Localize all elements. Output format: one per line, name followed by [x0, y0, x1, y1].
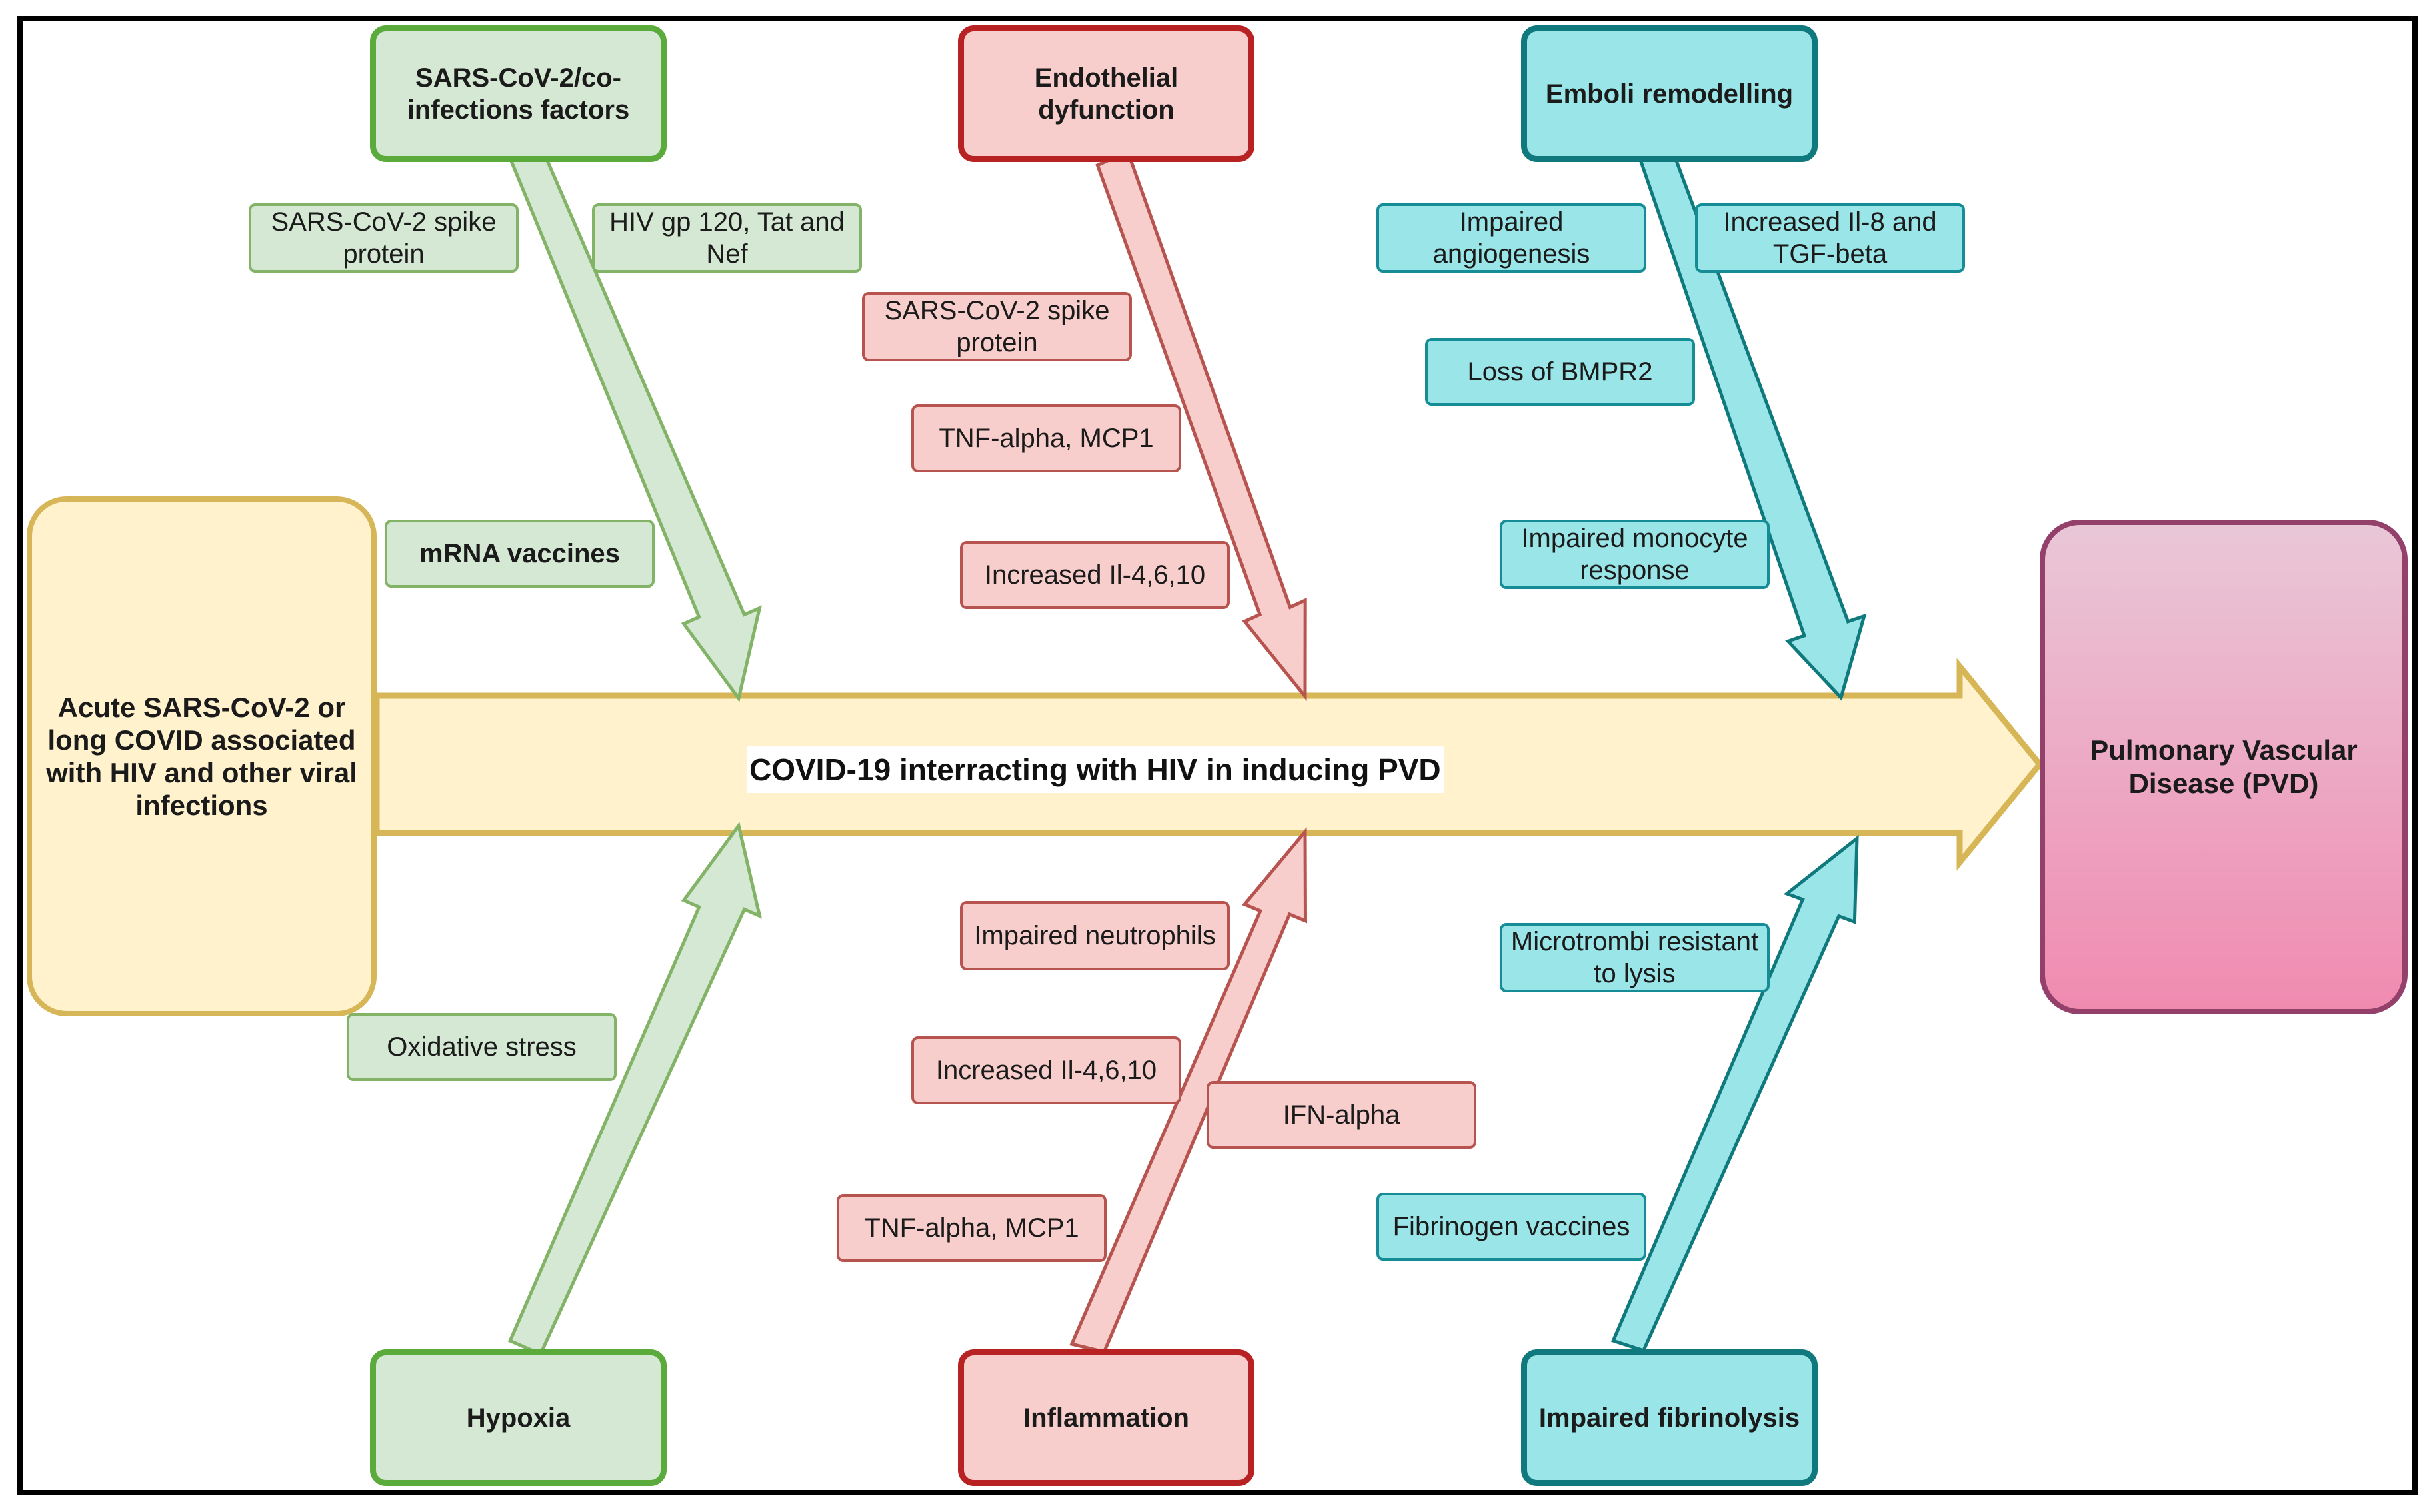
category-hypoxia: Hypoxia: [370, 1349, 667, 1486]
category-coinfection: SARS-CoV-2/co-infections factors: [370, 25, 667, 162]
factor-mrna-vaccines: mRNA vaccines: [385, 520, 655, 588]
factor-tnf-mcp1-inflammation: TNF-alpha, MCP1: [837, 1194, 1107, 1262]
effect-box-pvd: Pulmonary Vascular Disease (PVD): [2040, 520, 2408, 1014]
category-fibrinolysis: Impaired fibrinolysis: [1521, 1349, 1818, 1486]
factor-spike-protein-endothelial: SARS-CoV-2 spike protein: [862, 292, 1132, 361]
factor-loss-of-bmpr2: Loss of BMPR2: [1425, 338, 1695, 406]
factor-spike-protein: SARS-CoV-2 spike protein: [249, 203, 519, 273]
factor-il8-tgf-beta: Increased Il-8 and TGF-beta: [1695, 203, 1965, 273]
factor-tnf-mcp1-endothelial: TNF-alpha, MCP1: [911, 404, 1181, 472]
factor-oxidative-stress: Oxidative stress: [347, 1013, 617, 1081]
cause-box: Acute SARS-CoV-2 or long COVID associate…: [27, 496, 377, 1016]
rib-arrow-coinfection: [507, 141, 762, 702]
rib-arrow-inflammation: [1069, 827, 1308, 1354]
category-inflammation: Inflammation: [958, 1349, 1254, 1486]
factor-fibrinogen-vaccines: Fibrinogen vaccines: [1376, 1193, 1646, 1261]
factor-microtrombi: Microtrombi resistant to lysis: [1500, 923, 1770, 992]
category-emboli: Emboli remodelling: [1521, 25, 1818, 162]
factor-ifn-alpha: IFN-alpha: [1207, 1081, 1476, 1149]
factor-hiv-proteins: HIV gp 120, Tat and Nef: [592, 203, 862, 273]
factor-impaired-angiogenesis: Impaired angiogenesis: [1376, 203, 1646, 273]
factor-impaired-monocyte-response: Impaired monocyte response: [1500, 520, 1770, 589]
factor-interleukins-inflammation: Increased Il-4,6,10: [911, 1036, 1181, 1104]
rib-arrow-endothelial: [1095, 149, 1307, 702]
rib-arrow-fibrinolysis: [1610, 834, 1859, 1353]
spine-label: COVID-19 interracting with HIV in induci…: [747, 746, 1444, 793]
factor-interleukins-endothelial: Increased Il-4,6,10: [960, 541, 1230, 609]
rib-arrow-hypoxia: [507, 822, 763, 1357]
category-endothelial: Endothelial dyfunction: [958, 25, 1254, 162]
factor-impaired-neutrophils: Impaired neutrophils: [960, 901, 1230, 970]
